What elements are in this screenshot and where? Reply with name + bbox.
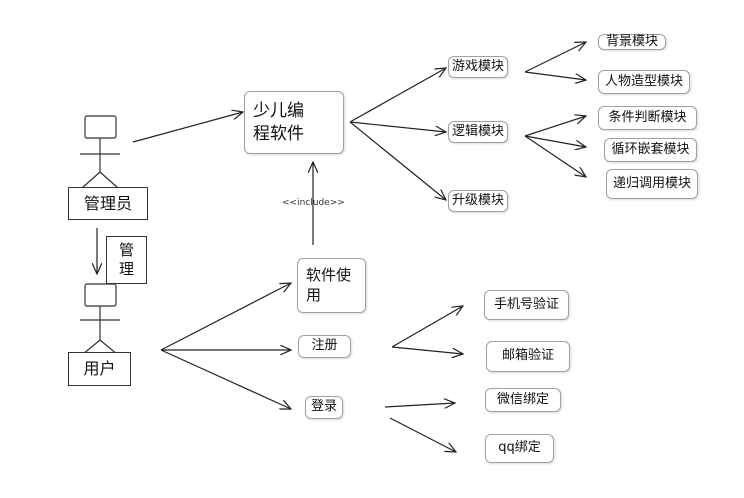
register-case: 注册 [298,335,351,358]
arrow-reg-email [391,346,463,354]
arrow-software-upgrade [349,121,446,200]
arrow-software-game [349,68,446,123]
game-module: 游戏模块 [448,56,508,78]
software-node: 少儿编程软件 [244,91,344,154]
phone-verify: 手机号验证 [484,290,569,320]
character-module: 人物造型模块 [598,70,690,94]
arrow-user-use [160,283,291,351]
background-module: 背景模块 [598,34,666,50]
admin-actor-icon [80,115,120,189]
recursion-module: 递归调用模块 [606,169,698,199]
include-label: <<include>> [282,198,345,208]
arrow-login-qq [389,417,456,452]
arrow-logic-loop [524,135,586,147]
arrow-software-logic [349,121,446,132]
arrow-logic-rec [524,135,586,177]
arrow-login-wechat [384,403,455,407]
arrows [97,42,586,452]
user-actor-label: 用户 [68,352,131,386]
email-verify: 邮箱验证 [486,341,570,372]
logic-module: 逻辑模块 [448,121,508,143]
qq-bind: qq绑定 [485,434,554,463]
admin-actor-label: 管理员 [68,187,148,220]
upgrade-module: 升级模块 [448,190,508,212]
arrow-game-bg [524,42,586,73]
arrow-admin-software [132,112,243,143]
condition-module: 条件判断模块 [598,106,697,130]
arrow-reg-phone [391,306,463,348]
software-use-case: 软件使用 [297,258,366,313]
wechat-bind: 微信绑定 [485,388,561,412]
manage-label: 管理 [106,236,147,284]
arrow-logic-cond [524,116,586,137]
loop-module: 循环嵌套模块 [604,138,697,162]
user-actor-icon [80,283,120,356]
arrow-game-char [524,71,586,80]
login-case: 登录 [305,396,343,419]
arrow-user-login [160,349,291,409]
